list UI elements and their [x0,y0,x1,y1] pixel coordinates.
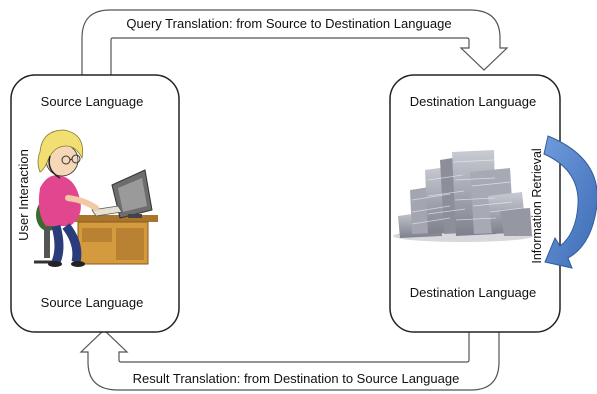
source-language-top-label: Source Language [41,94,144,109]
stack-of-documents-illustration [393,150,533,242]
query-translation-arrow [81,9,509,83]
query-translation-label: Query Translation: from Source to Destin… [126,16,451,31]
information-retrieval-label: Information Retrieval [530,148,544,263]
destination-language-bottom-label: Destination Language [410,285,537,300]
result-translation-label: Result Translation: from Destination to … [133,371,460,386]
woman-at-computer-illustration [34,129,158,267]
user-interaction-label: User Interaction [16,149,31,241]
result-translation-arrow [79,317,500,391]
destination-language-top-label: Destination Language [410,94,537,109]
source-language-box [10,74,180,333]
source-language-bottom-label: Source Language [41,295,144,310]
information-retrieval-arrow [543,135,597,269]
